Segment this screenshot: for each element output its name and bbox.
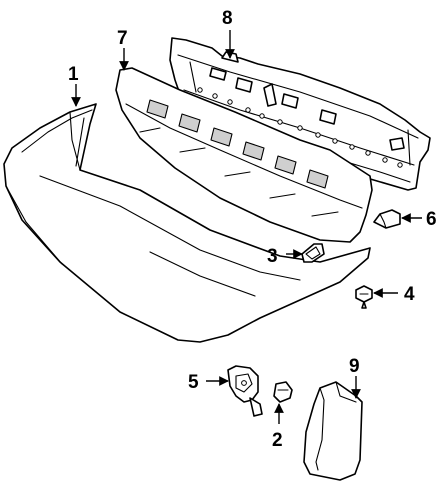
callout-8: 8 — [222, 8, 233, 29]
callout-9: 9 — [349, 356, 360, 377]
reinforcement-bar — [169, 37, 431, 191]
push-clip — [355, 285, 373, 309]
retainer — [273, 381, 293, 403]
callout-1: 1 — [68, 64, 79, 85]
splash-guard — [303, 381, 363, 481]
callout-2: 2 — [272, 430, 283, 451]
energy-absorber — [115, 67, 373, 243]
side-bracket — [227, 365, 263, 417]
callout-3: 3 — [267, 246, 278, 267]
leader-lines — [71, 30, 422, 424]
bar-mounting-holes — [197, 87, 403, 168]
bumper-cap — [373, 209, 401, 229]
callout-6: 6 — [426, 209, 437, 230]
reflector — [301, 243, 325, 263]
callout-labels: 1 2 3 4 5 6 7 8 9 — [68, 8, 437, 451]
callout-4: 4 — [404, 284, 415, 305]
callout-7: 7 — [117, 28, 128, 49]
callout-5: 5 — [188, 372, 199, 393]
bumper-cover — [3, 103, 371, 343]
